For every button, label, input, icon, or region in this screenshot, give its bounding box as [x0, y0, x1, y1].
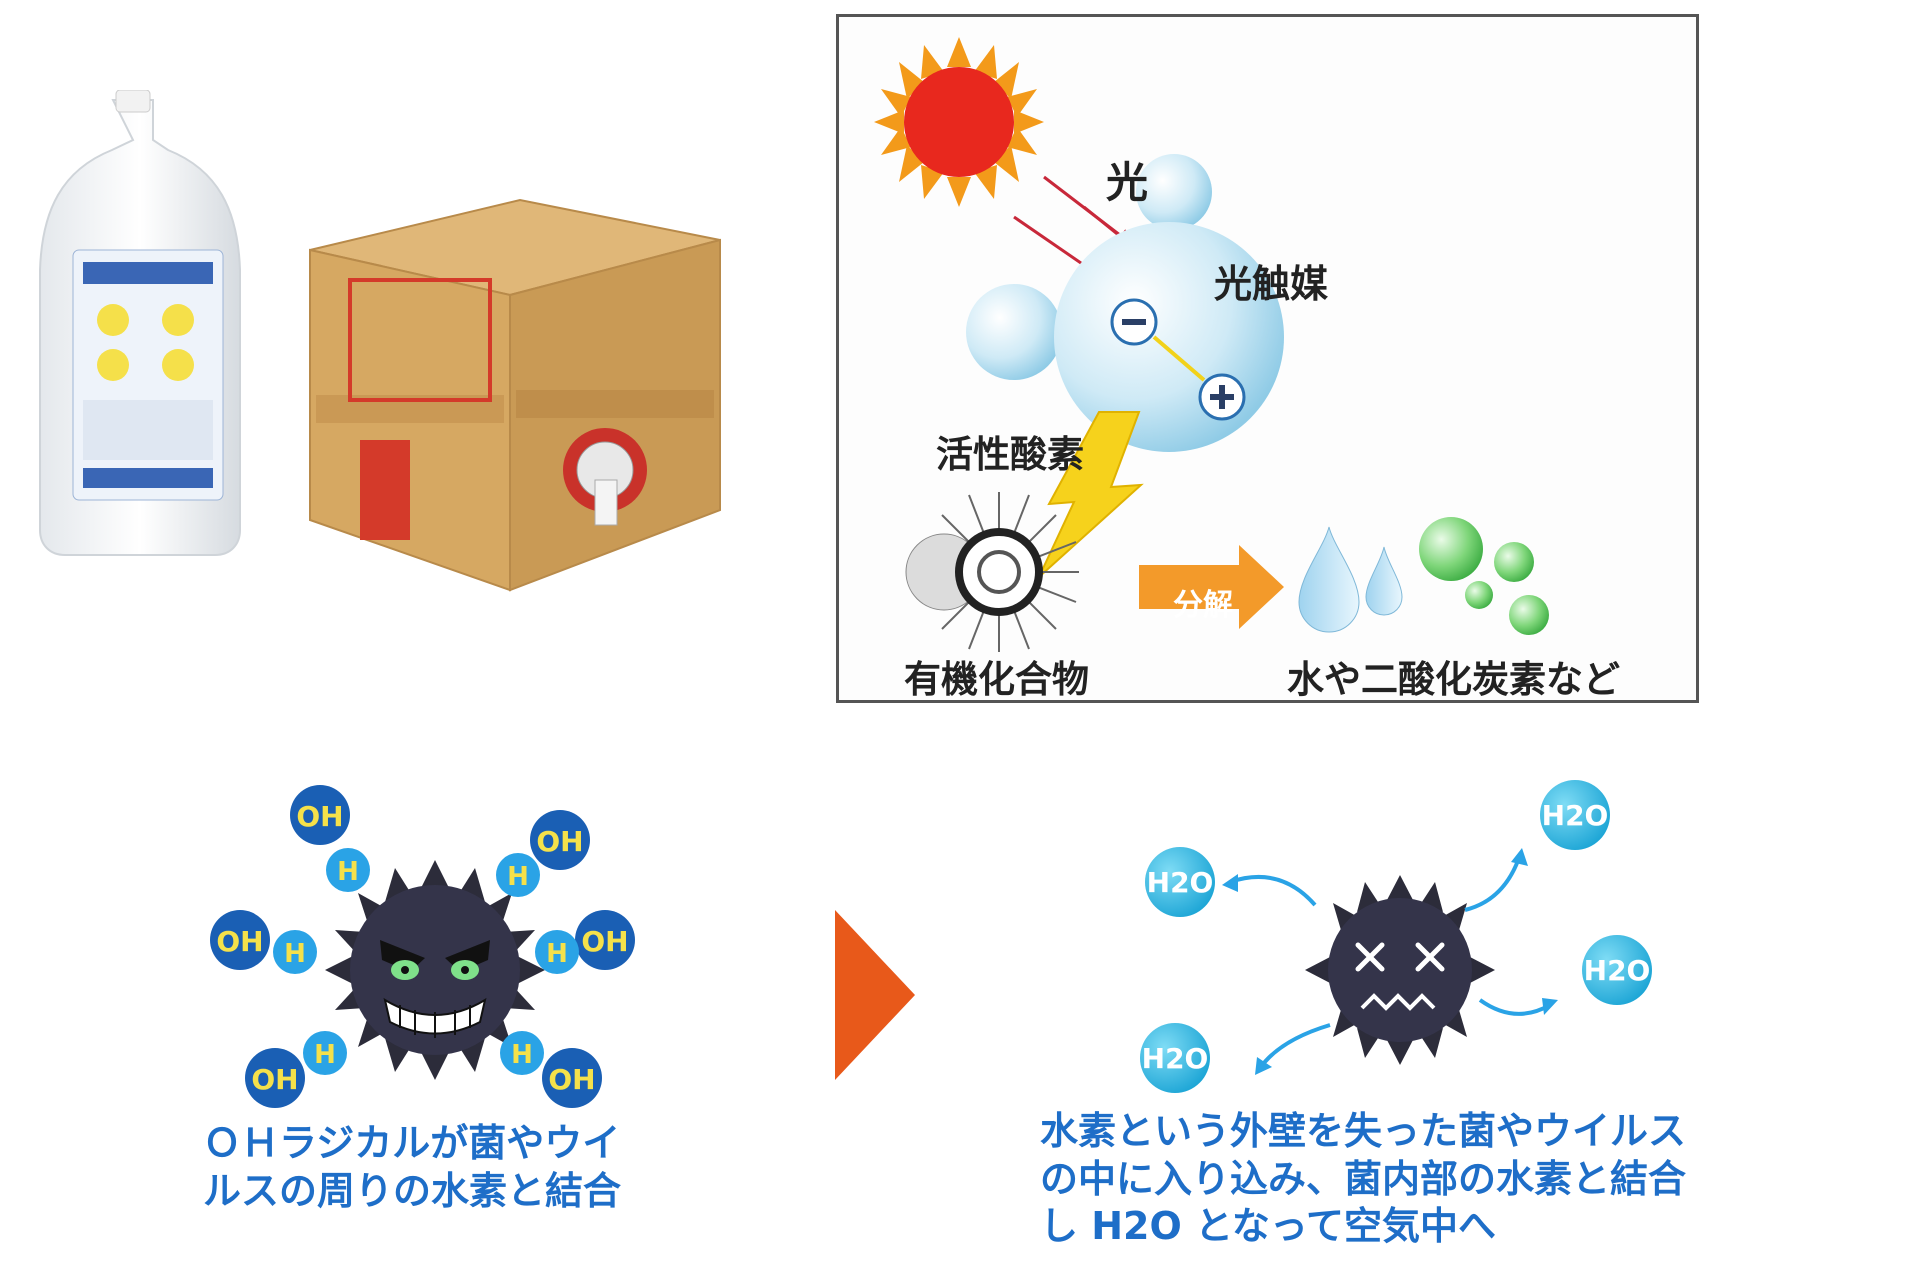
oh-molecule: OH H	[210, 910, 317, 974]
photocatalyst-label: 光触媒	[1214, 262, 1329, 306]
bubble-left	[966, 284, 1062, 380]
minus-charge-icon	[1110, 298, 1158, 346]
svg-text:H: H	[507, 862, 529, 892]
svg-text:H: H	[284, 939, 306, 969]
caption-line: し H2O となって空気中へ	[1040, 1204, 1496, 1248]
svg-text:H: H	[337, 857, 359, 887]
svg-text:H2O: H2O	[1147, 866, 1214, 899]
plus-charge-icon	[1198, 373, 1246, 421]
svg-text:OH: OH	[581, 925, 628, 958]
oh-molecule: OH H	[245, 1031, 347, 1108]
svg-text:OH: OH	[536, 825, 583, 858]
co2-bubble	[1465, 581, 1493, 609]
svg-text:OH: OH	[251, 1063, 298, 1096]
caption-line: ＯＨラジカルが菌やウイ	[203, 1121, 621, 1165]
svg-text:OH: OH	[296, 800, 343, 833]
oh-molecule: OH H	[500, 1031, 602, 1108]
lightning-icon	[1038, 411, 1144, 578]
co2-bubble	[1494, 542, 1534, 582]
organic-compound-label: 有機化合物	[904, 658, 1089, 701]
result-label: 水や二酸化炭素など	[1287, 658, 1620, 701]
co2-bubble	[1419, 517, 1483, 581]
organic-compound-icon	[905, 492, 1079, 652]
germ-angry-icon	[325, 860, 545, 1080]
photocatalyst-diagram: 光 光触媒 活性酸素 有機化合物 分解 水や二酸化炭素など	[836, 14, 1699, 703]
h2o-release-caption: 水素という外壁を失った菌やウイルス の中に入り込み、菌内部の水素と結合 し H2…	[1040, 1108, 1686, 1251]
h2o-molecule: H2O	[1540, 780, 1610, 850]
h2o-molecule: H2O	[1145, 847, 1215, 917]
transition-arrow-icon	[835, 910, 915, 1080]
charge-arrow	[1152, 335, 1206, 382]
svg-text:OH: OH	[216, 925, 263, 958]
decompose-label: 分解	[1173, 588, 1233, 623]
water-drop-small-icon	[1365, 546, 1403, 616]
svg-text:OH: OH	[548, 1063, 595, 1096]
svg-text:H: H	[314, 1040, 336, 1070]
svg-text:H: H	[511, 1040, 533, 1070]
germ-dead-icon	[1305, 875, 1495, 1065]
oh-radical-caption: ＯＨラジカルが菌やウイ ルスの周りの水素と結合	[203, 1120, 621, 1215]
svg-text:H2O: H2O	[1142, 1042, 1209, 1075]
photocatalyst-illustration	[874, 37, 1549, 652]
caption-line: 水素という外壁を失った菌やウイルス	[1040, 1109, 1687, 1153]
co2-bubble	[1509, 595, 1549, 635]
oh-molecule: OH H	[535, 910, 635, 974]
sun-icon	[874, 37, 1044, 207]
cardboard-box-product	[309, 198, 721, 592]
svg-text:H: H	[546, 939, 568, 969]
light-label: 光	[1106, 158, 1149, 207]
active-oxygen-label: 活性酸素	[936, 433, 1084, 476]
bubble-small	[1136, 154, 1212, 230]
svg-text:H2O: H2O	[1542, 799, 1609, 832]
svg-text:H2O: H2O	[1584, 954, 1651, 987]
h2o-molecule: H2O	[1582, 935, 1652, 1005]
caption-line: の中に入り込み、菌内部の水素と結合	[1040, 1156, 1687, 1201]
h2o-molecule: H2O	[1140, 1023, 1210, 1093]
oh-radical-diagram: OH H OH H OH H OH H OH H OH H	[210, 785, 635, 1108]
oh-molecule: OH H	[290, 785, 370, 892]
caption-line: ルスの周りの水素と結合	[203, 1168, 622, 1213]
decompose-arrow	[1139, 545, 1284, 629]
oh-molecule: OH H	[496, 810, 590, 897]
h2o-release-diagram: H2O H2O H2O H2O	[1140, 780, 1652, 1093]
water-drop-icon	[1298, 526, 1360, 633]
spray-pouch-product	[39, 90, 241, 556]
